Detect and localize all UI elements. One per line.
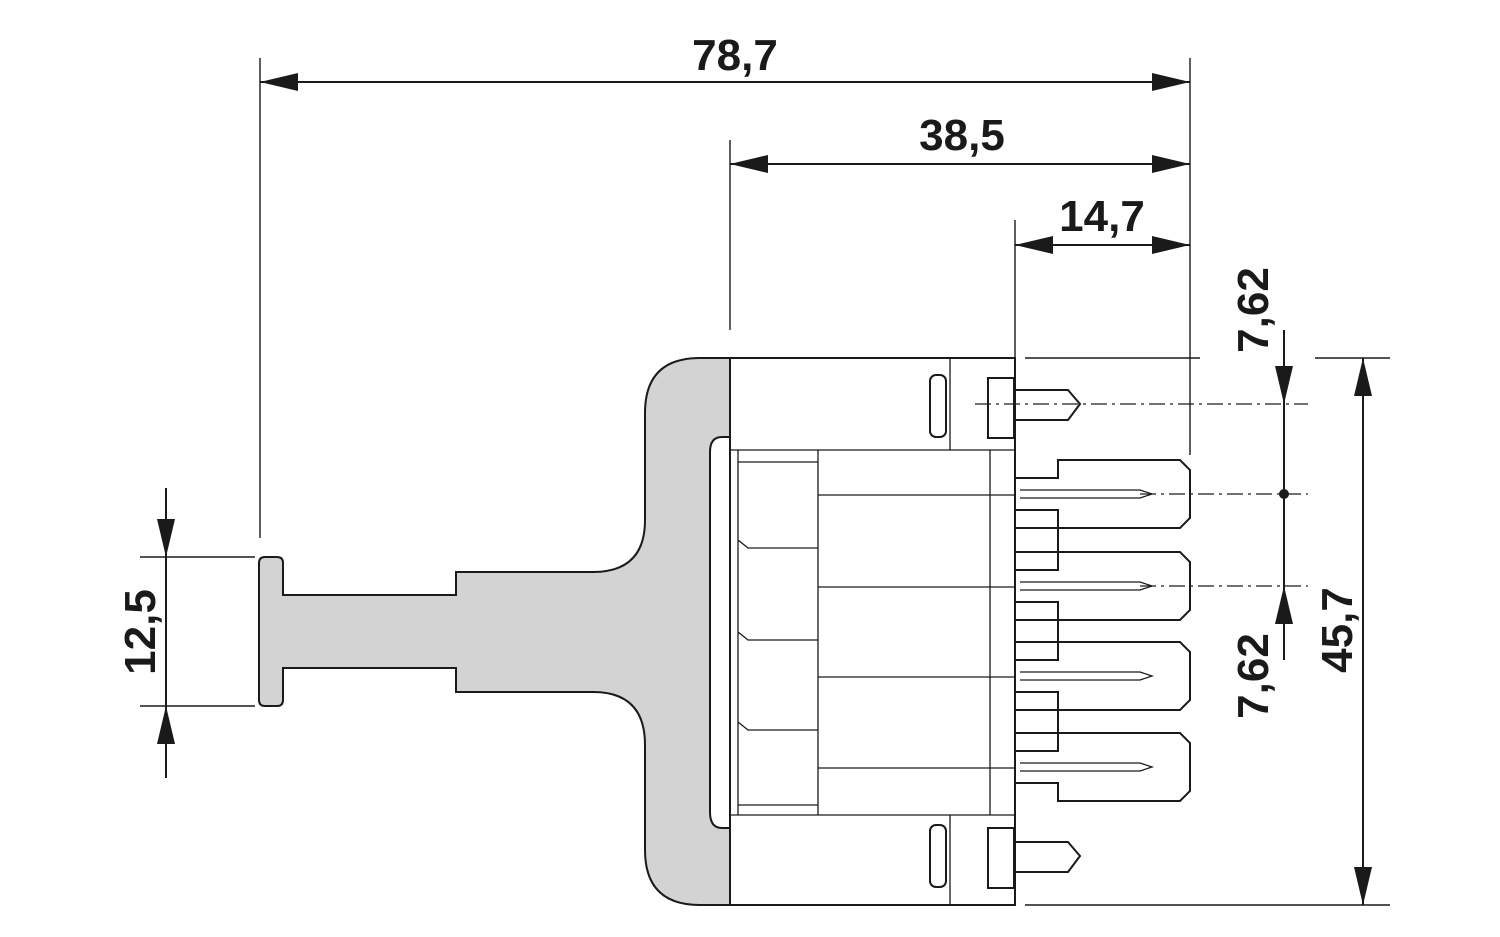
overall-height-label: 45,7 (1313, 587, 1362, 673)
dimension-pin-length: 14,7 (1014, 192, 1190, 358)
pitch-bottom-label: 7,62 (1229, 633, 1278, 719)
contact-pins (1014, 459, 1191, 802)
dimension-overall-length: 78,7 (259, 31, 1191, 538)
dimension-overall-height: 45,7 (1025, 357, 1390, 906)
center-lines (975, 403, 1308, 587)
dimension-pitch: 7,62 7,62 (1025, 267, 1293, 719)
pitch-top-label: 7,62 (1229, 267, 1278, 353)
bottom-screw (929, 824, 1082, 889)
handle-width-label: 12,5 (116, 589, 165, 675)
dimension-body-length: 38,5 (729, 111, 1190, 330)
pin-length-label: 14,7 (1059, 192, 1145, 241)
body-length-label: 38,5 (919, 111, 1005, 160)
housing-body (729, 357, 1016, 906)
overall-length-label: 78,7 (692, 31, 778, 80)
grey-cap-handle (258, 357, 731, 906)
dimension-handle-width: 12,5 (116, 488, 255, 778)
top-screw (929, 374, 1082, 439)
